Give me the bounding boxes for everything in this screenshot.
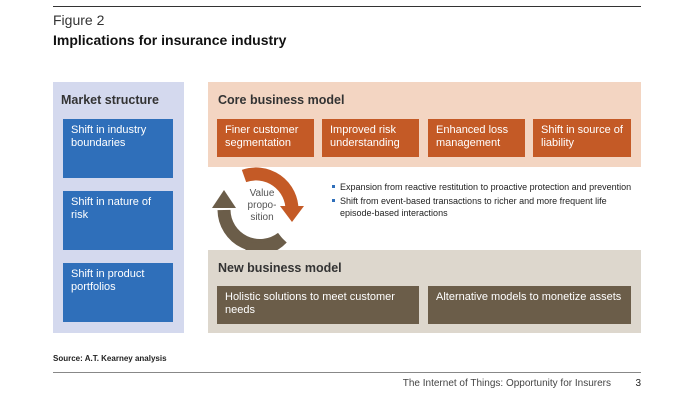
cycle-arrows-icon (212, 167, 304, 254)
market-structure-panel: Market structure Shift in industry bound… (53, 82, 184, 333)
page-number: 3 (635, 378, 641, 389)
new-model-panel: New business model Holistic solutions to… (208, 250, 641, 333)
source-note: Source: A.T. Kearney analysis (53, 354, 167, 363)
figure-label: Figure 2 (53, 12, 105, 28)
bullet-item: Expansion from reactive restitution to p… (332, 181, 632, 193)
value-proposition-label: Value propo- sition (240, 188, 284, 224)
market-item: Shift in nature of risk (63, 191, 173, 250)
core-model-panel: Core business model Finer customer segme… (208, 82, 641, 167)
new-item: Holistic solutions to meet customer need… (217, 286, 419, 324)
market-structure-title: Market structure (61, 93, 159, 107)
label-line: propo- (247, 200, 277, 211)
bottom-rule (53, 372, 641, 373)
figure-title: Implications for insurance industry (53, 32, 287, 48)
core-item: Improved risk understanding (322, 119, 419, 157)
core-item: Shift in source of liability (533, 119, 631, 157)
market-item: Shift in industry boundaries (63, 119, 173, 178)
bullet-item: Shift from event-based transactions to r… (332, 195, 632, 219)
new-model-title: New business model (218, 261, 342, 275)
footer-text: The Internet of Things: Opportunity for … (402, 378, 611, 389)
market-item: Shift in product portfolios (63, 263, 173, 322)
top-rule (53, 6, 641, 7)
core-model-title: Core business model (218, 93, 345, 107)
label-line: sition (250, 212, 274, 223)
core-item: Enhanced loss management (428, 119, 525, 157)
new-item: Alternative models to monetize assets (428, 286, 631, 324)
core-item: Finer customer segmentation (217, 119, 314, 157)
label-line: Value (249, 188, 275, 199)
value-bullets: Expansion from reactive restitution to p… (332, 181, 632, 221)
